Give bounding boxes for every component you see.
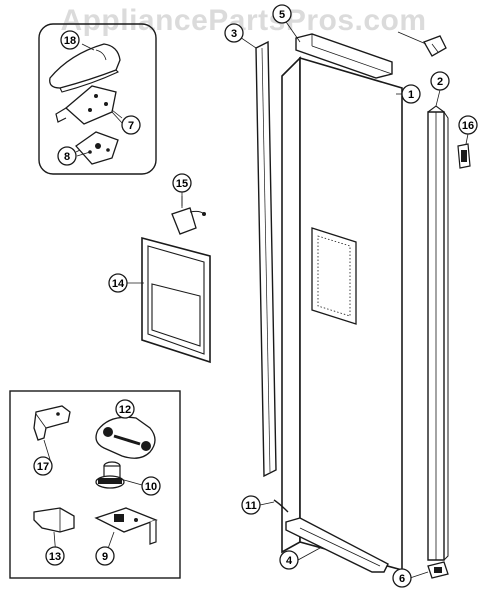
svg-text:1: 1 [408,89,414,101]
svg-text:18: 18 [64,35,76,47]
callout-7: 7 [121,115,141,135]
svg-text:9: 9 [102,551,108,563]
callout-4: 4 [279,550,299,570]
part-upper-hinge [55,85,123,125]
svg-text:2: 2 [437,76,443,88]
svg-text:7: 7 [128,120,134,132]
callout-2: 2 [430,71,450,91]
callout-3: 3 [224,23,244,43]
part-door-channel [427,105,449,561]
callout-14: 14 [108,273,128,293]
svg-text:17: 17 [37,461,49,473]
part-door-panel [281,56,403,572]
svg-text:10: 10 [145,481,157,493]
part-hinge-shim [75,131,119,165]
upper-hinge-inset [38,23,157,175]
callout-12: 12 [115,399,135,419]
callout-16: 16 [458,115,478,135]
callout-15: 15 [172,173,192,193]
svg-text:4: 4 [286,555,293,567]
part-hinge-pin [95,461,125,489]
callout-13: 13 [45,546,65,566]
callout-6: 6 [392,568,412,588]
callout-10: 10 [141,476,161,496]
svg-text:5: 5 [279,9,285,21]
part-top-end-cap [423,35,447,57]
part-lower-bracket [33,405,71,441]
svg-text:15: 15 [176,178,188,190]
svg-text:11: 11 [245,500,257,512]
svg-text:12: 12 [119,404,131,416]
part-door-bottom-cap [285,517,389,573]
callout-18: 18 [60,30,80,50]
part-hinge-cover-lower [33,507,75,533]
part-door-trim-strip [255,40,277,478]
callout-9: 9 [95,546,115,566]
callout-8: 8 [57,146,77,166]
lower-hinge-inset [9,390,181,579]
part-hinge-plate [94,507,158,545]
part-door-top-cap [295,33,393,79]
part-dispenser-switch [171,196,206,235]
part-door-gasket-corner [273,499,289,513]
callout-5: 5 [272,4,292,24]
svg-text:13: 13 [49,551,61,563]
part-channel-end-cap [427,561,449,579]
svg-text:14: 14 [112,278,125,290]
part-channel-clip [457,143,471,169]
callout-1: 1 [401,84,421,104]
callout-17: 17 [33,456,53,476]
part-lower-hinge [95,416,156,459]
svg-text:3: 3 [231,28,237,40]
svg-text:6: 6 [399,573,405,585]
callout-11: 11 [241,495,261,515]
part-dispenser-bezel [141,236,211,364]
svg-text:16: 16 [462,120,474,132]
part-hinge-cover [49,43,121,93]
svg-text:8: 8 [64,151,70,163]
